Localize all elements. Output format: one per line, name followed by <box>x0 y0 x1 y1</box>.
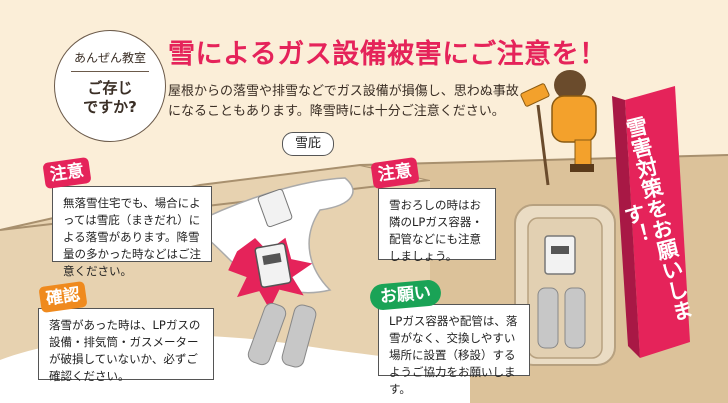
banner-ribbon <box>625 86 690 358</box>
note-box: 無落雪住宅でも、場合によっては雪庇（まきだれ）による落雪があります。降雪量の多か… <box>52 186 212 278</box>
gas-cylinder <box>247 302 287 366</box>
note-text: 落雪があった時は、LPガスの設備・排気筒・ガスメーターが破損していないか、必ずご… <box>49 318 201 383</box>
badge-divider <box>71 71 149 72</box>
falling-meter <box>257 188 293 228</box>
badge-heading: ご存じ ですか? <box>83 79 137 116</box>
gas-cylinder <box>281 304 317 368</box>
gas-cylinder <box>564 287 586 349</box>
gas-cylinder <box>537 287 559 349</box>
note-box: 雪おろしの時はお隣のLPガス容器・配管などにも注意しましょう。 <box>378 188 496 263</box>
note-text: 無落雪住宅でも、場合によっては雪庇（まきだれ）による落雪があります。降雪量の多か… <box>63 196 201 278</box>
gas-meter-right <box>544 235 576 275</box>
note-text: LPガス容器や配管は、落雪がなく、交換しやすい場所に設置（移設）するようご協力を… <box>389 314 518 396</box>
badge-category: あんぜん教室 <box>73 51 146 65</box>
snow-mass <box>188 177 354 294</box>
note-box: 落雪があった時は、LPガスの設備・排気筒・ガスメーターが破損していないか、必ずご… <box>38 308 214 383</box>
info-badge: あんぜん教室 ご存じ ですか? <box>54 30 166 142</box>
snow-cornice-callout: 雪庇 <box>282 132 334 156</box>
intro-text: 屋根からの落雪や排雪などでガス設備が損傷し、思わぬ事故になることもあります。降雪… <box>168 84 519 119</box>
broken-meter <box>228 237 313 310</box>
note-box: LPガス容器や配管は、落雪がなく、交換しやすい場所に設置（移設）するようご協力を… <box>378 304 530 396</box>
note-text: 雪おろしの時はお隣のLPガス容器・配管などにも注意しましょう。 <box>389 198 483 263</box>
page-title: 雪によるガス設備被害にご注意を！ <box>168 39 607 70</box>
worker-figure <box>520 70 597 186</box>
